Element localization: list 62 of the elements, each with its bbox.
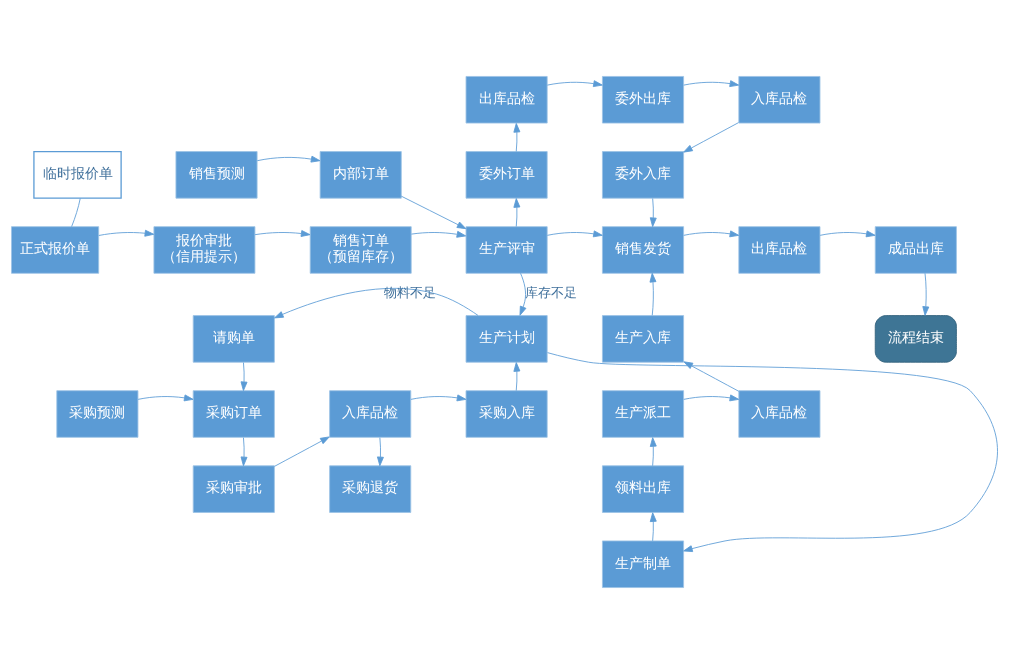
arrow: [683, 394, 740, 402]
node-box: 销售预测: [175, 151, 258, 199]
node-box: 销售订单 （预留库存）: [309, 226, 412, 274]
arrow: [649, 512, 657, 542]
node-box: 内部订单: [319, 151, 402, 199]
node-box: 委外订单: [465, 151, 548, 199]
arrow: [819, 230, 876, 238]
node-box: 委外出库: [602, 76, 684, 124]
arrow: [274, 287, 479, 319]
node-box: 销售发货: [602, 226, 684, 274]
arrow: [411, 230, 467, 238]
arrow: [400, 195, 467, 230]
arrow: [377, 437, 384, 467]
node-box: 采购预测: [56, 390, 139, 438]
node-box: 生产计划: [465, 315, 548, 363]
arrow: [410, 394, 467, 402]
arrow: [98, 229, 155, 237]
node-box: 生产评审: [465, 226, 548, 274]
node-box: 入库品检: [329, 390, 412, 438]
node-box: 报价审批 （信用提示）: [153, 226, 256, 274]
node-box: 生产入库: [602, 315, 684, 363]
arrow: [683, 80, 740, 88]
arrow: [683, 230, 740, 238]
node-box: 生产派工: [602, 390, 684, 438]
arrow: [546, 80, 603, 88]
node-box: 流程结束: [874, 315, 957, 363]
arrow: [513, 123, 521, 152]
arrow: [519, 272, 527, 316]
node-box: 委外入库: [602, 151, 684, 199]
arrow: [513, 198, 521, 227]
arrow: [513, 362, 521, 392]
arrow: [240, 362, 248, 392]
arrow: [649, 198, 657, 227]
edge-label: 物料不足: [383, 285, 436, 301]
node-box: 采购订单: [192, 390, 275, 438]
arrow: [683, 361, 740, 392]
arrow: [649, 272, 657, 316]
arrow: [274, 436, 330, 467]
node-box: 采购退货: [329, 465, 412, 513]
arrow: [256, 155, 321, 163]
arrow: [254, 230, 311, 237]
arrow: [922, 272, 930, 316]
arrow: [547, 352, 998, 553]
node-box: 正式报价单: [11, 226, 100, 274]
arrow: [546, 230, 603, 238]
arrow: [137, 394, 194, 402]
node-box: 采购入库: [465, 390, 548, 438]
arrow: [649, 437, 657, 467]
node-box: 请购单: [192, 315, 275, 363]
arrow: [240, 437, 248, 467]
node-box: 生产制单: [602, 540, 684, 588]
node-box: 成品出库: [874, 226, 957, 274]
edge-label: 库存不足: [525, 285, 578, 301]
node-box: 出库品检: [738, 226, 821, 274]
arrow: [683, 122, 739, 153]
node-box: 临时报价单: [33, 150, 122, 199]
node-box: 入库品检: [738, 390, 821, 438]
node-box: 采购审批: [192, 465, 275, 513]
node-box: 出库品检: [465, 76, 548, 124]
node-box: 领料出库: [602, 465, 684, 513]
node-box: 入库品检: [738, 76, 821, 124]
connector: [71, 198, 81, 227]
